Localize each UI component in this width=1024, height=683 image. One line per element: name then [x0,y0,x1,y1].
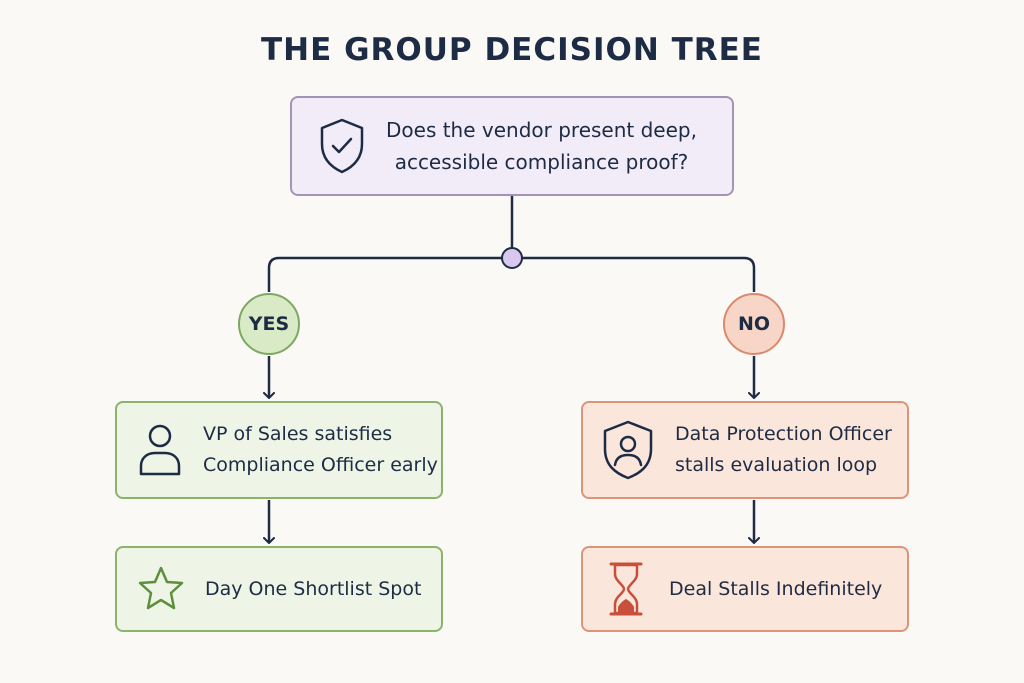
no-step-box: Data Protection Officer stalls evaluatio… [581,401,909,499]
no-badge: NO [723,293,785,355]
yes-step-line-1: VP of Sales satisfies [203,423,393,445]
no-step-line-1: Data Protection Officer [675,423,892,445]
question-text: Does the vendor present deep, accessible… [386,114,697,178]
person-icon [137,422,183,478]
no-outcome-label: Deal Stalls Indefinitely [669,577,883,600]
yes-outcome-box: Day One Shortlist Spot [115,546,443,632]
question-box: Does the vendor present deep, accessible… [290,96,734,196]
star-icon [137,565,185,613]
junction-node [501,247,523,269]
yes-badge: YES [238,293,300,355]
yes-outcome-label: Day One Shortlist Spot [205,577,422,600]
shield-check-icon [318,117,366,175]
question-line-1: Does the vendor present deep, [386,118,697,142]
yes-step-text: VP of Sales satisfies Compliance Officer… [203,419,438,481]
hourglass-icon [607,560,645,618]
shield-person-icon [601,419,655,481]
yes-step-box: VP of Sales satisfies Compliance Officer… [115,401,443,499]
yes-step-line-2: Compliance Officer early [203,454,438,476]
question-line-2: accessible compliance proof? [394,150,689,174]
no-step-line-2: stalls evaluation loop [675,454,878,476]
no-step-text: Data Protection Officer stalls evaluatio… [675,419,892,481]
no-outcome-box: Deal Stalls Indefinitely [581,546,909,632]
page-title: THE GROUP DECISION TREE [261,32,763,68]
